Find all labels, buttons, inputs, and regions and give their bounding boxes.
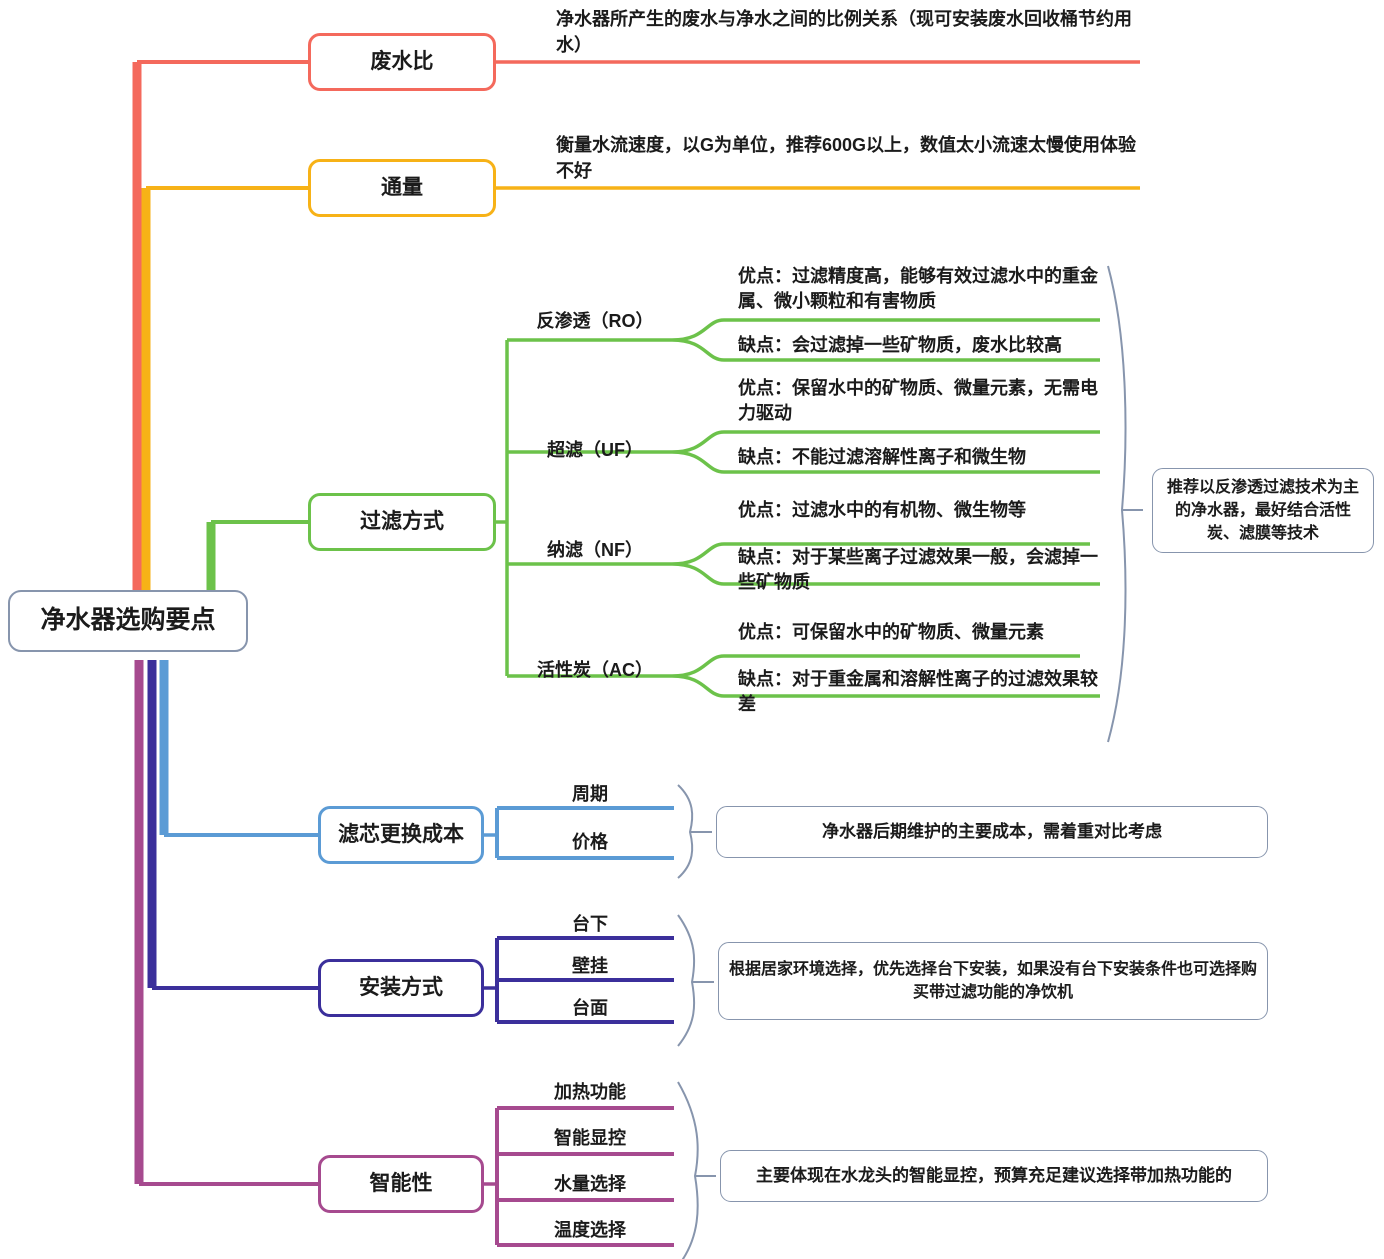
note-waste-ratio: 净水器所产生的废水与净水之间的比例关系（现可安装废水回收桶节约用水）: [556, 9, 1132, 56]
smart-item-label-volume-select: 水量选择: [554, 1174, 626, 1194]
comment-box-cartridge-cost[interactable]: 净水器后期维护的主要成本，需着重对比考虑: [716, 806, 1268, 858]
filter-pros-ro: 优点：过滤精度高，能够有效过滤水中的重金属、微小颗粒和有害物质: [738, 266, 1098, 312]
filter-cons-uf: 缺点：不能过滤溶解性离子和微生物: [738, 447, 1026, 467]
branch-label-install-method: 安装方式: [359, 975, 443, 999]
comment-box-smart[interactable]: 主要体现在水龙头的智能显控，预算充足建议选择带加热功能的: [720, 1150, 1268, 1202]
filter-pros-uf: 优点：保留水中的矿物质、微量元素，无需电力驱动: [738, 378, 1098, 424]
root-node-label: 净水器选购要点: [40, 606, 216, 635]
branch-node-filter-method[interactable]: 过滤方式: [308, 493, 496, 551]
branch-label-smart: 智能性: [369, 1171, 433, 1195]
branch-node-flux[interactable]: 通量: [308, 159, 496, 217]
branch-label-cartridge-cost: 滤芯更换成本: [338, 822, 464, 846]
branch-node-cartridge-cost[interactable]: 滤芯更换成本: [318, 806, 484, 864]
branch-label-waste-ratio: 废水比: [370, 49, 434, 73]
comment-box-install-method[interactable]: 根据居家环境选择，优先选择台下安装，如果没有台下安装条件也可选择购买带过滤功能的…: [718, 942, 1268, 1020]
cartridge-item-label-cycle: 周期: [572, 784, 608, 804]
filter-item-label-nf: 纳滤（NF）: [547, 540, 643, 560]
fork-ro: [671, 318, 1100, 362]
filter-cons-ro: 缺点：会过滤掉一些矿物质，废水比较高: [738, 335, 1062, 355]
filter-pros-nf: 优点：过滤水中的有机物、微生物等: [738, 500, 1026, 520]
comment-box-filter-method[interactable]: 推荐以反渗透过滤技术为主的净水器，最好结合活性炭、滤膜等技术: [1152, 468, 1374, 553]
fork-uf: [671, 430, 1100, 474]
install-item-label-wall-mount: 壁挂: [572, 956, 608, 976]
fork-ac: [671, 654, 1100, 698]
note-flux: 衡量水流速度，以G为单位，推荐600G以上，数值太小流速太慢使用体验不好: [556, 135, 1137, 182]
install-item-label-countertop: 台面: [572, 998, 608, 1018]
filter-cons-ac: 缺点：对于重金属和溶解性离子的过滤效果较差: [738, 669, 1098, 715]
branch-node-waste-ratio[interactable]: 废水比: [308, 33, 496, 91]
branch-node-smart[interactable]: 智能性: [318, 1155, 484, 1213]
filter-item-label-uf: 超滤（UF）: [547, 440, 643, 460]
branch-label-filter-method: 过滤方式: [360, 509, 444, 533]
group-bracket-install: [677, 914, 696, 1047]
filter-item-label-ac: 活性炭（AC）: [537, 660, 653, 680]
install-item-label-under-counter: 台下: [572, 914, 608, 934]
filter-pros-ac: 优点：可保留水中的矿物质、微量元素: [738, 622, 1044, 642]
smart-item-label-display-control: 智能显控: [554, 1128, 626, 1148]
group-bracket-smart: [677, 1081, 699, 1259]
filter-cons-nf: 缺点：对于某些离子过滤效果一般，会滤掉一些矿物质: [738, 547, 1098, 593]
branch-label-flux: 通量: [381, 175, 423, 199]
branch-node-install-method[interactable]: 安装方式: [318, 959, 484, 1017]
smart-item-label-temperature-select: 温度选择: [554, 1220, 626, 1240]
filter-item-label-ro: 反渗透（RO）: [536, 311, 654, 331]
root-node[interactable]: 净水器选购要点: [8, 590, 248, 652]
fork-nf: [671, 542, 1100, 586]
cartridge-item-label-price: 价格: [572, 832, 608, 852]
smart-item-label-heating: 加热功能: [554, 1082, 626, 1102]
group-bracket-filter: [1107, 265, 1127, 743]
